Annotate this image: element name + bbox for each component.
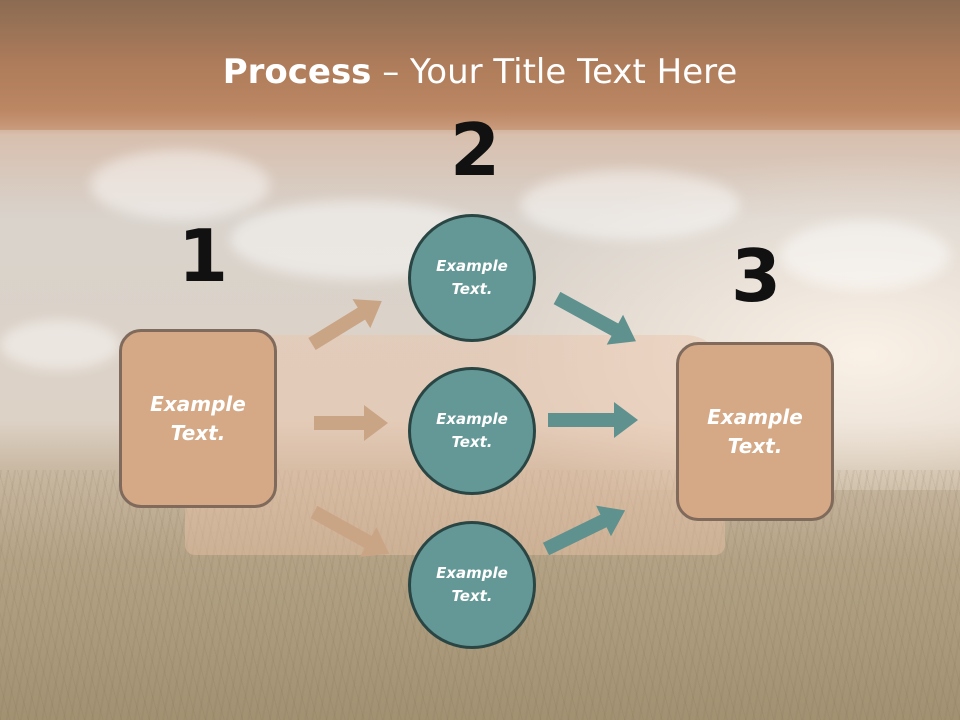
step-box-3[interactable]: Example Text. — [676, 342, 834, 521]
step-box-1-label: Example Text. — [150, 391, 246, 445]
arrow-tan-up — [308, 299, 382, 350]
step-box-3-label: Example Text. — [707, 404, 803, 458]
circle-bottom[interactable]: Example Text. — [408, 521, 536, 649]
step-box-1[interactable]: Example Text. — [119, 329, 277, 508]
cloud — [90, 150, 270, 220]
arrow-teal-mid — [548, 402, 638, 438]
step-number-2: 2 — [450, 108, 501, 192]
circle-top[interactable]: Example Text. — [408, 214, 536, 342]
slide-title: Process – Your Title Text Here — [0, 52, 960, 92]
header-band — [0, 0, 960, 130]
title-rest: – Your Title Text Here — [371, 52, 738, 92]
circle-bottom-label: Example Text. — [436, 564, 508, 605]
arrow-tan-down — [310, 505, 390, 557]
circle-top-label: Example Text. — [436, 257, 508, 298]
step-number-1: 1 — [178, 214, 229, 298]
cloud — [780, 220, 950, 290]
cloud — [0, 320, 120, 370]
arrow-tan-mid — [314, 405, 388, 441]
circle-middle[interactable]: Example Text. — [408, 367, 536, 495]
arrow-teal-down — [553, 291, 636, 345]
cloud — [520, 170, 740, 240]
circle-middle-label: Example Text. — [436, 410, 508, 451]
title-bold: Process — [222, 52, 372, 92]
step-number-3: 3 — [731, 234, 782, 318]
arrow-teal-up — [542, 505, 626, 556]
